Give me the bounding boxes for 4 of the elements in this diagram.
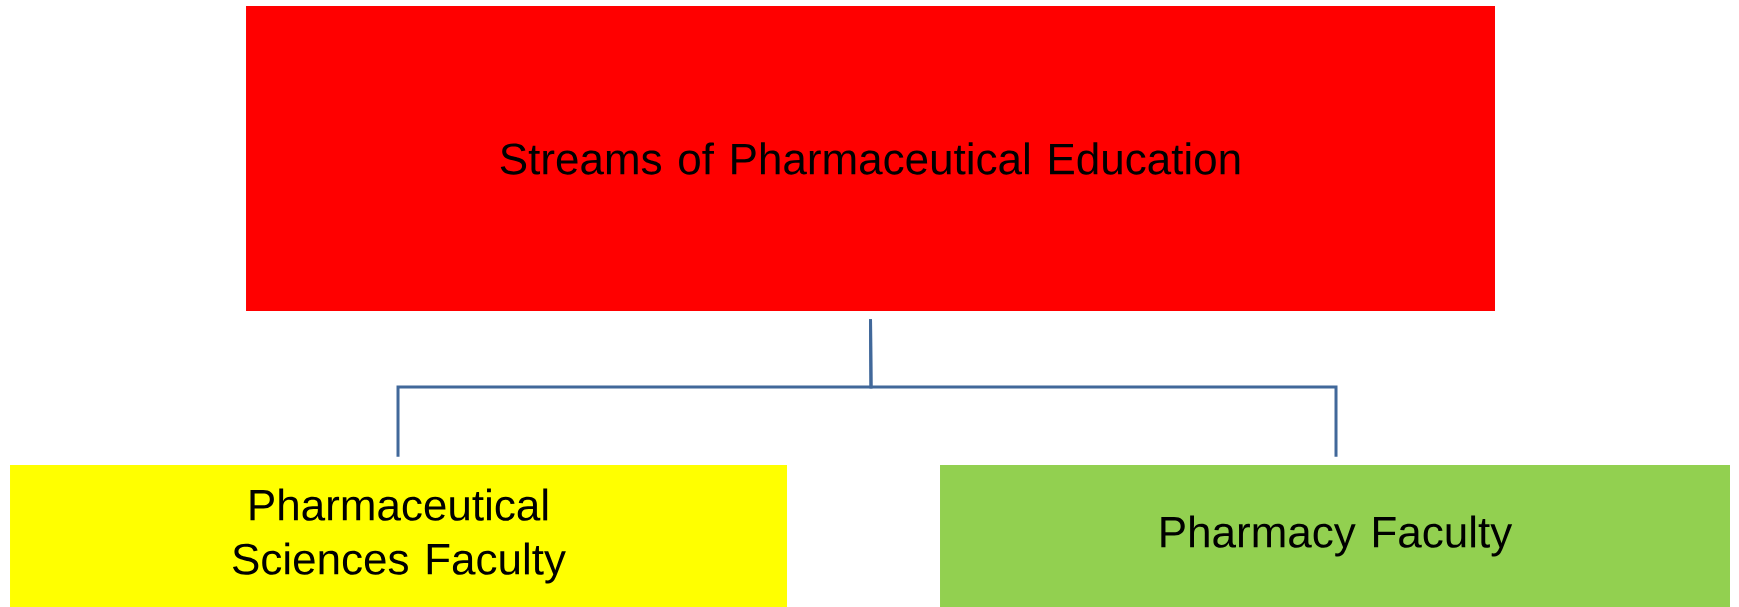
- process-box: Pharmacy Faculty: [940, 465, 1730, 607]
- process-box: Streams of Pharmaceutical Education: [246, 6, 1495, 311]
- process-box: Pharmaceutical Sciences Faculty: [10, 465, 787, 607]
- connector-line: [869, 319, 1338, 457]
